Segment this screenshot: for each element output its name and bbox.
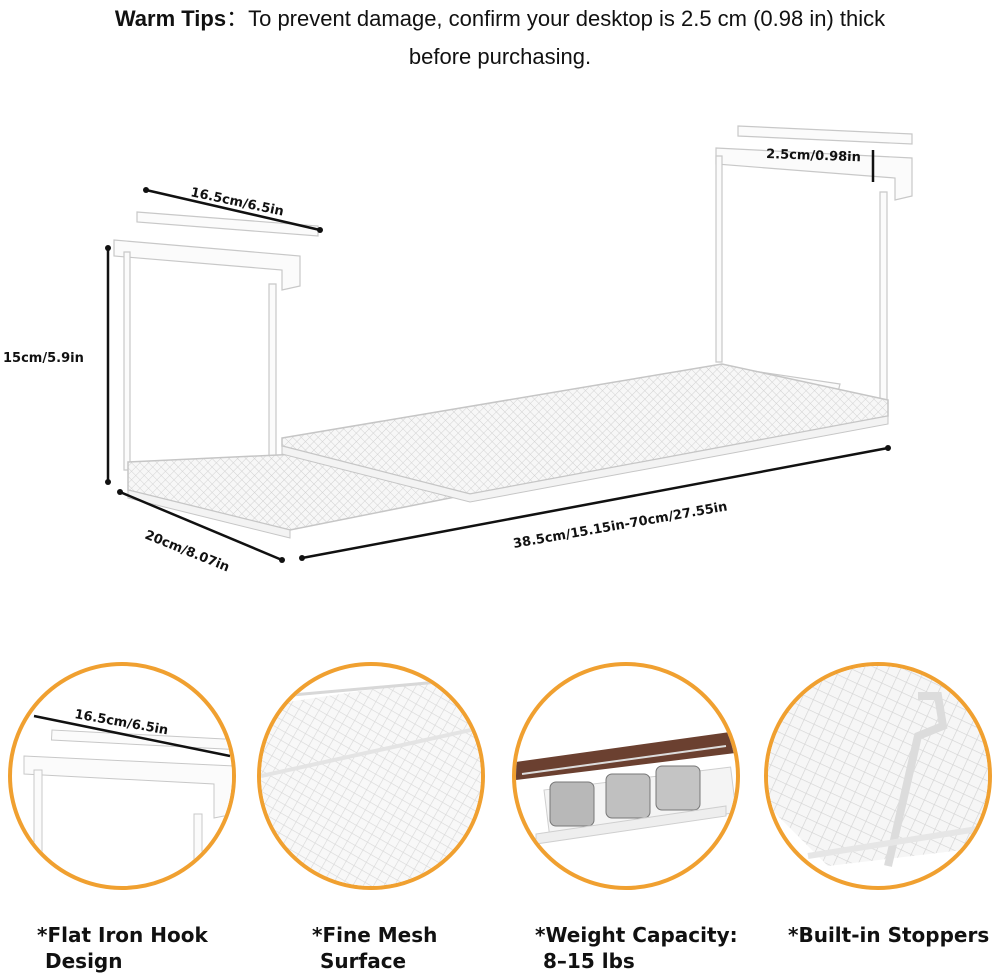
width-label: 38.5cm/15.15in-70cm/27.55in bbox=[512, 499, 729, 551]
plate-stacks bbox=[549, 765, 701, 827]
tips-text-2: before purchasing. bbox=[408, 44, 592, 69]
hook-length-label: 16.5cm/6.5in bbox=[189, 185, 285, 219]
warm-tips: Warm Tips：To prevent damage, confirm you… bbox=[114, 6, 886, 69]
feature-mesh-circle bbox=[257, 662, 485, 890]
depth-label: 20cm/8.07in bbox=[143, 528, 232, 576]
caption-mesh: *Fine Mesh Surface bbox=[312, 923, 438, 973]
caption-hook: *Flat Iron Hook Design bbox=[37, 923, 208, 973]
feature-hook-circle: 16.5cm/6.5in bbox=[8, 662, 236, 890]
left-frame bbox=[113, 211, 319, 506]
feature-stoppers-circle bbox=[764, 662, 992, 890]
thickness-label: 2.5cm/0.98in bbox=[766, 147, 861, 165]
right-frame bbox=[715, 125, 913, 409]
tips-text-1: To prevent damage, confirm your desktop … bbox=[248, 6, 886, 31]
caption-capacity: *Weight Capacity: 8–15 lbs bbox=[535, 923, 738, 973]
height-label: 15cm/5.9in bbox=[3, 351, 84, 366]
dimension-lines bbox=[106, 150, 889, 562]
shelf-diagram: 16.5cm/6.5in 2.5cm/0.98in 15cm/5.9in 20c… bbox=[3, 125, 913, 576]
tips-label: Warm Tips bbox=[114, 6, 227, 31]
feature-capacity-circle bbox=[512, 662, 740, 890]
caption-stoppers: *Built-in Stoppers bbox=[788, 923, 990, 947]
shelf-platform bbox=[127, 363, 889, 539]
